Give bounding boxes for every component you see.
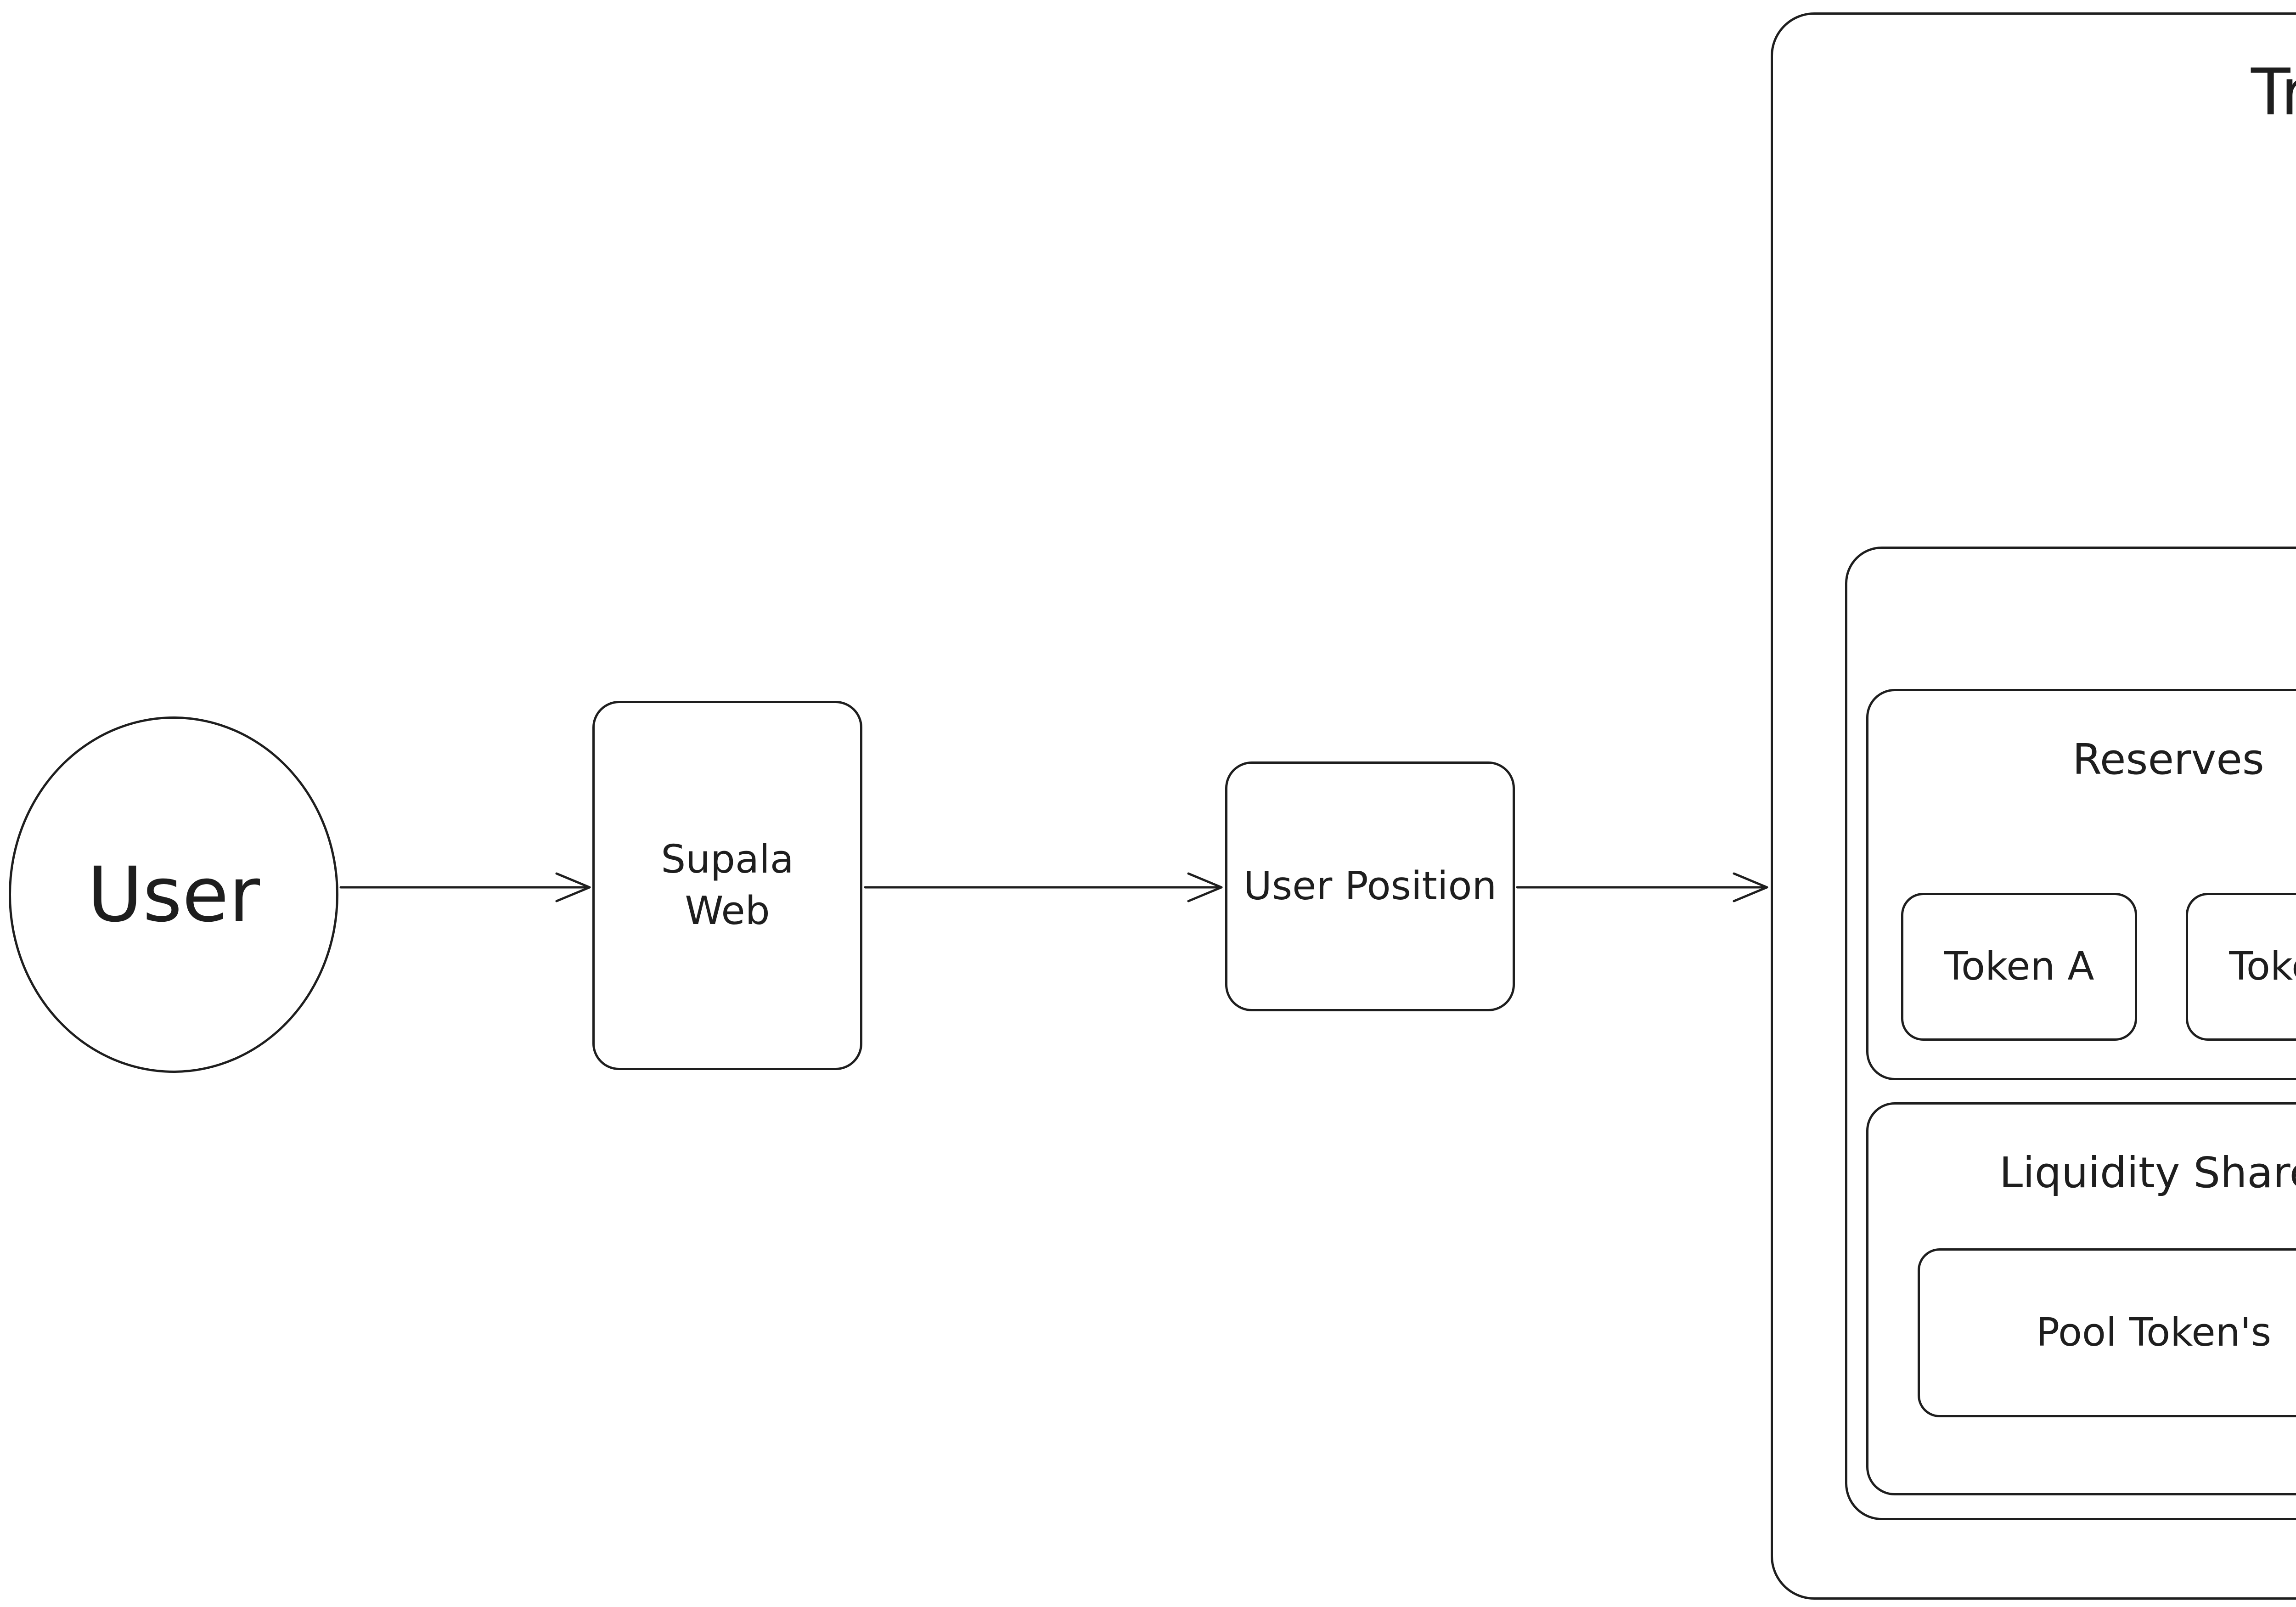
supala-web-node: Supala Web <box>592 701 862 1070</box>
pool-tokens-node: Pool Token's <box>1918 1248 2296 1417</box>
arrow-user-position-to-container <box>1516 872 1768 902</box>
reserves-label: Reserves <box>2072 735 2264 784</box>
supala-web-label-line1: Supala <box>661 837 794 882</box>
user-position-label: User Position <box>1243 863 1497 909</box>
token-b-label: Token B <box>2229 944 2296 989</box>
user-left-circle: User <box>9 716 338 1073</box>
user-left-label: User <box>87 851 260 939</box>
trade-collateral-container <box>1771 12 2296 1600</box>
token-b-node: Token B <box>2186 893 2296 1041</box>
arrow-user-to-supala-web <box>339 872 591 902</box>
token-a-node: Token A <box>1901 893 2137 1041</box>
pool-tokens-label: Pool Token's <box>2036 1310 2272 1355</box>
user-position-node: User Position <box>1225 761 1515 1011</box>
reserves-group: Reserves <box>1866 689 2296 1080</box>
supala-web-label-line2: Web <box>685 888 770 934</box>
pool-state-wrapper <box>1845 547 2296 1520</box>
token-a-label: Token A <box>1944 944 2094 989</box>
liquidity-shares-group: Liquidity Shares <box>1866 1102 2296 1495</box>
liquidity-shares-label: Liquidity Shares <box>1999 1148 2296 1197</box>
trade-collateral-container-title: Trade Collateral <box>2251 55 2296 130</box>
arrow-supala-web-to-user-position <box>864 872 1223 902</box>
